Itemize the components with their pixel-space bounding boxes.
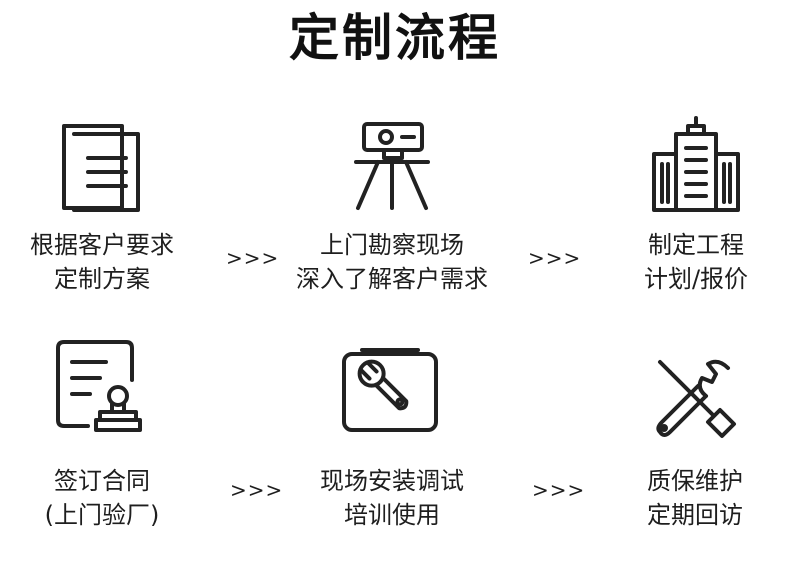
step-1-label: 根据客户要求 定制方案: [0, 228, 204, 296]
step-6-line1: 质保维护: [647, 467, 743, 495]
step-5-line2: 培训使用: [344, 501, 440, 529]
screwdriver-wrench-icon: [652, 354, 742, 444]
step-2-label: 上门勘察现场 深入了解客户需求: [270, 228, 514, 296]
survey-instrument-icon: [350, 120, 434, 212]
step-4-line1: 签订合同: [54, 467, 150, 495]
page-title: 定制流程: [289, 9, 501, 67]
step-5-line1: 现场安装调试: [320, 467, 464, 495]
step-5-label: 现场安装调试 培训使用: [286, 464, 498, 532]
step-6-label: 质保维护 定期回访: [610, 464, 780, 532]
step-3-line1: 制定工程: [648, 231, 744, 259]
step-1-line2: 定制方案: [54, 265, 150, 293]
flow-arrow-1: >>>: [226, 246, 280, 270]
flow-arrow-4: >>>: [532, 478, 586, 502]
step-2-line1: 上门勘察现场: [320, 231, 464, 259]
step-6-line2: 定期回访: [647, 501, 743, 529]
contract-stamp-icon: [54, 338, 150, 436]
flow-arrow-2: >>>: [528, 246, 582, 270]
document-stack-icon: [60, 122, 144, 214]
toolbox-wrench-icon: [340, 340, 440, 434]
step-4-label: 签订合同 (上门验厂): [14, 464, 190, 532]
step-4-line2: (上门验厂): [44, 501, 160, 529]
step-3-label: 制定工程 计划/报价: [606, 228, 786, 296]
buildings-icon: [650, 116, 742, 214]
step-1-line1: 根据客户要求: [30, 231, 174, 259]
step-2-line2: 深入了解客户需求: [296, 265, 488, 293]
flow-arrow-3: >>>: [230, 478, 284, 502]
step-3-line2: 计划/报价: [643, 265, 749, 293]
